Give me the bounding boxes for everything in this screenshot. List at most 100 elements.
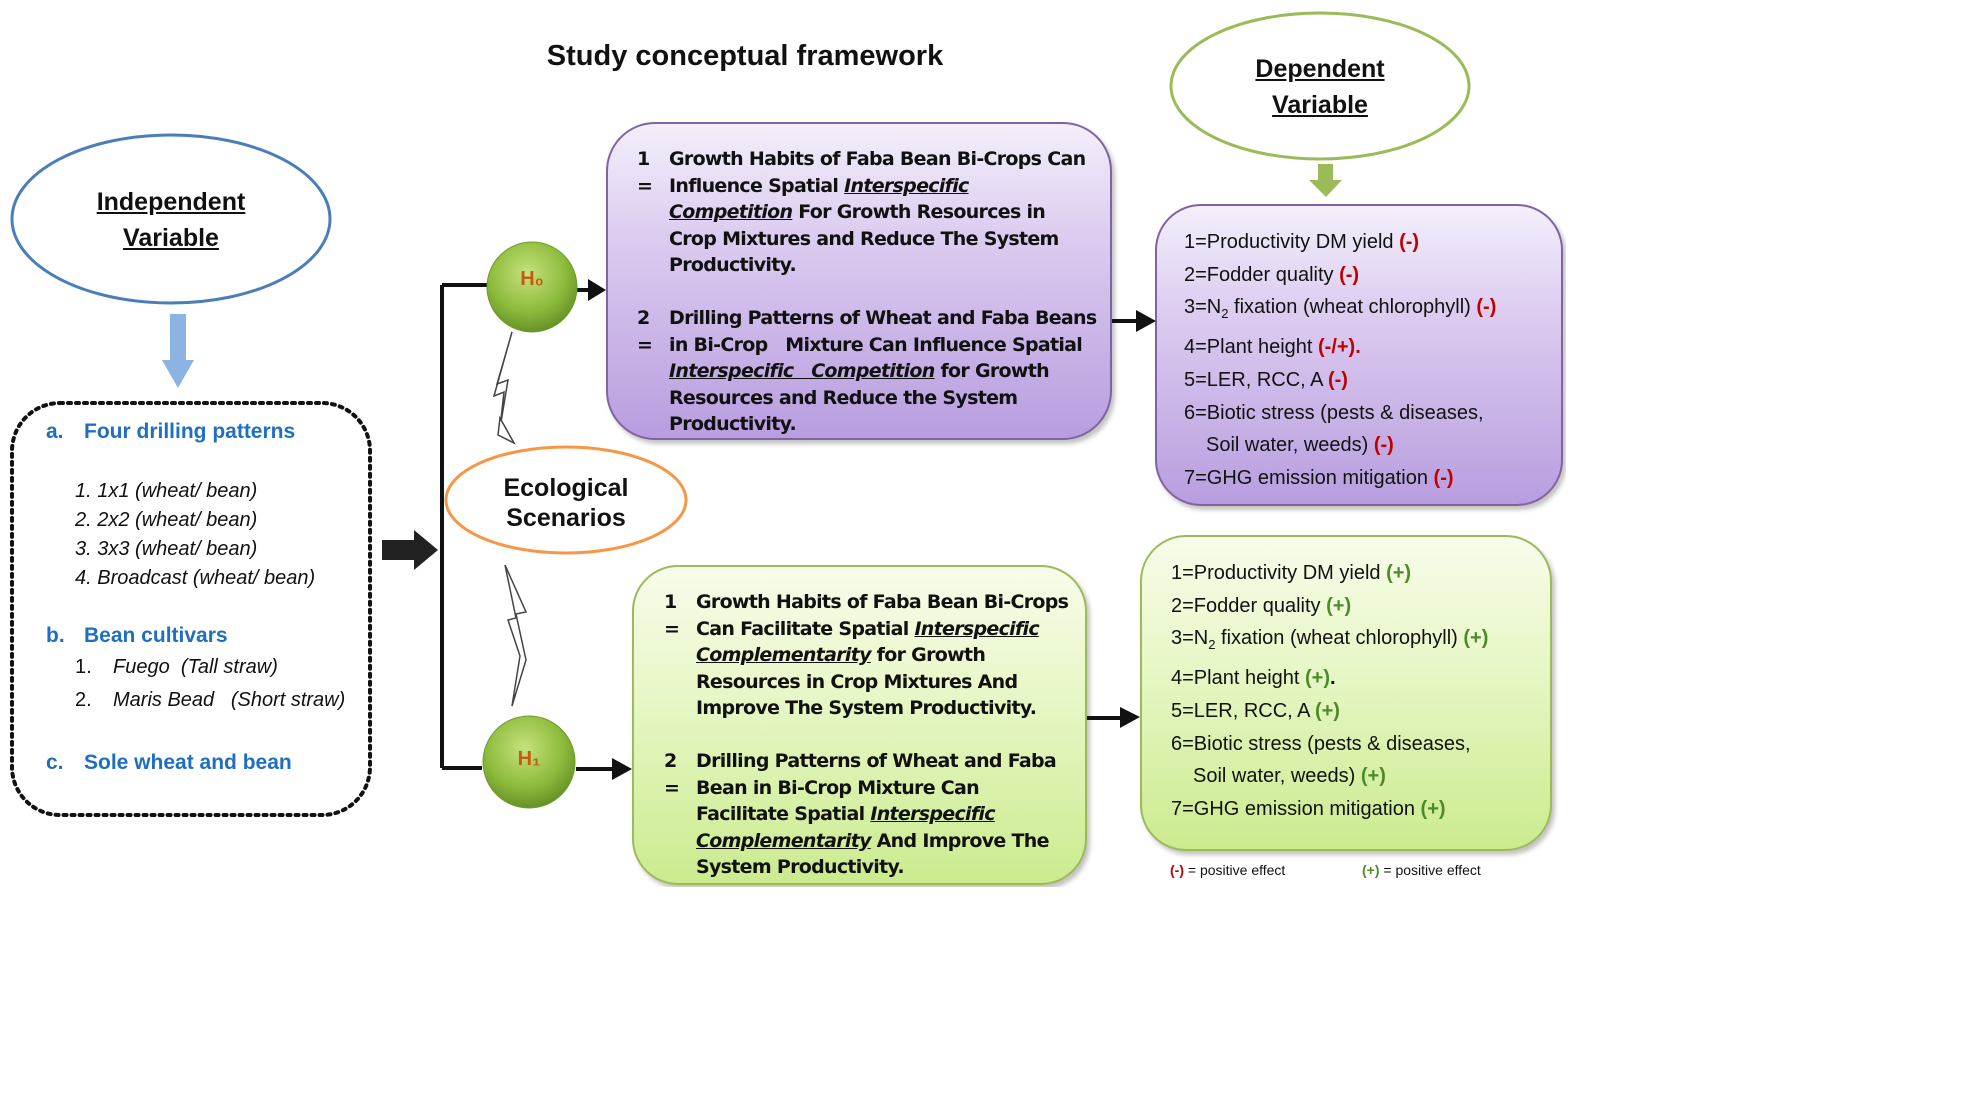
h1-item-2-number: 2 = <box>664 749 680 799</box>
dv-negative-list: 1=Productivity DM yield (-) 2=Fodder qua… <box>1184 226 1554 495</box>
list-item: 2=Fodder quality (+) <box>1171 590 1551 623</box>
list-item: 6=Biotic stress (pests & diseases, <box>1171 728 1551 761</box>
footnote-neg-text: = positive effect <box>1184 862 1286 878</box>
factor-b-heading: b. Bean cultivars <box>20 624 360 648</box>
list-item: 2. 2x2 (wheat/ bean) <box>75 509 258 531</box>
outcome-text: 6=Biotic stress (pests & diseases, <box>1184 401 1484 424</box>
effect-sign: (+) <box>1463 627 1489 650</box>
list-item: 4=Plant height (+). <box>1171 662 1551 695</box>
effect-sign: (-) <box>1399 231 1420 253</box>
list-item: 2. Maris Bead (Short straw) <box>75 684 360 717</box>
list-item: 3=N2 fixation (wheat chlorophyll) (-) <box>1184 291 1554 331</box>
list-item: 6=Biotic stress (pests & diseases, <box>1184 397 1554 430</box>
list-item: Soil water, weeds) (-) <box>1184 429 1554 462</box>
h1-item-2-emphasis: Interspecific Complementarity <box>696 803 995 852</box>
h0-item-1-number: 1 = <box>637 148 653 197</box>
h1-item-2-text: Drilling Patterns of Wheat and Faba Bean… <box>696 748 1074 881</box>
ecological-scenarios-oval <box>444 445 688 555</box>
arrowhead-to-h0-box-icon <box>588 279 606 301</box>
factor-b-title: Bean cultivars <box>84 624 228 647</box>
h0-label: H₀ <box>520 268 544 290</box>
h0-item-1: 1 = Growth Habits of Faba Bean Bi-Crops … <box>637 146 1097 279</box>
arrowhead-to-dv-negative-icon <box>1136 310 1156 332</box>
factor-a-heading: a. Four drilling patterns <box>20 420 360 444</box>
dependent-label-line1: Dependent <box>1255 55 1385 83</box>
h0-hypotheses-text: 1 = Growth Habits of Faba Bean Bi-Crops … <box>637 146 1097 438</box>
factor-b-letter: b. <box>46 624 65 647</box>
factor-c-letter: c. <box>46 751 64 774</box>
outcome-text: 1=Productivity DM yield <box>1184 231 1400 253</box>
ecological-line1: Ecological <box>503 474 629 502</box>
page-title: Study conceptual framework <box>546 40 944 72</box>
independent-variable-oval <box>10 133 332 305</box>
dependent-variable-oval <box>1169 11 1471 161</box>
h0-item-2: 2 = Drilling Patterns of Wheat and Faba … <box>637 305 1097 438</box>
h1-label: H₁ <box>517 748 541 770</box>
arrowhead-to-h1-box-icon <box>612 758 632 780</box>
h0-item-2-number: 2 = <box>637 306 653 356</box>
list-item: 7=GHG emission mitigation (+) <box>1171 793 1551 826</box>
list-item: 5=LER, RCC, A (-) <box>1184 364 1554 397</box>
h1-item-2: 2 = Drilling Patterns of Wheat and Faba … <box>664 748 1074 881</box>
list-item-number: 1. <box>75 656 92 678</box>
outcome-text: fixation (wheat chlorophyll) <box>1228 296 1477 319</box>
list-item: 5=LER, RCC, A (+) <box>1171 695 1551 728</box>
h0-item-1-emphasis: Interspecific Competition <box>669 174 969 224</box>
h0-item-2-emphasis: Interspecific Competition <box>669 360 935 383</box>
dependent-variable-label: Dependent Variable <box>1172 22 1468 152</box>
subscript: 2 <box>1208 637 1216 653</box>
h1-item-1-text-b: for Growth Resources in Crop Mixtures An… <box>696 644 1037 720</box>
dv-positive-box <box>1140 535 1552 851</box>
h0-item-1-text-b: For Growth Resources in Crop Mixtures an… <box>669 201 1059 277</box>
h0-item-1-text-a: Growth Habits of Faba Bean Bi-Crops Can … <box>669 148 1086 197</box>
down-arrow-green-icon <box>1309 164 1342 197</box>
ecological-scenarios-label: Ecological Scenarios <box>446 455 686 551</box>
factor-c-heading: c. Sole wheat and bean <box>20 751 360 775</box>
outcome-text: 3=N <box>1184 296 1222 319</box>
effect-sign: (-) <box>1327 368 1348 391</box>
footnote-positive: (+) = positive effect <box>1362 862 1481 878</box>
list-item: 3. 3x3 (wheat/ bean) <box>75 538 258 560</box>
bracket-lines <box>440 283 1138 771</box>
effect-sign: (+) <box>1326 594 1352 617</box>
list-item: 4. Broadcast (wheat/ bean) <box>75 567 316 589</box>
list-item: 1. Fuego (Tall straw) <box>75 651 360 684</box>
effect-sign: (-/+). <box>1318 336 1361 359</box>
outcome-text: 4=Plant height <box>1184 336 1318 359</box>
outcome-text: 3=N <box>1171 627 1209 650</box>
outcome-text: 7=GHG emission mitigation <box>1184 466 1434 489</box>
list-item-text: Maris Bead (Short straw) <box>113 689 346 711</box>
effect-sign: (+) <box>1360 765 1386 788</box>
list-item: 1=Productivity DM yield (-) <box>1184 226 1554 259</box>
effect-sign: (+) <box>1314 699 1340 722</box>
h1-item-2-text-b: And Improve The System Productivity. <box>696 829 1049 879</box>
bean-cultivars-list: 1. Fuego (Tall straw) 2. Maris Bead (Sho… <box>20 651 360 717</box>
list-item: 4=Plant height (-/+). <box>1184 331 1554 364</box>
outcome-text: 6=Biotic stress (pests & diseases, <box>1171 732 1471 755</box>
independent-label-line2: Variable <box>123 223 219 252</box>
drilling-patterns-list: 1. 1x1 (wheat/ bean) 2. 2x2 (wheat/ bean… <box>20 477 360 593</box>
footnote-negative: (-) = positive effect <box>1170 862 1285 878</box>
list-item: 7=GHG emission mitigation (-) <box>1184 462 1554 495</box>
outcome-text: fixation (wheat chlorophyll) <box>1215 627 1464 650</box>
outcome-text: 2=Fodder quality <box>1171 594 1327 617</box>
effect-sign: (+) <box>1386 562 1412 584</box>
lightning-bolt-upper-tail-icon <box>497 415 516 445</box>
lightning-bolt-upper-icon <box>492 331 513 429</box>
h0-item-2-text-b: for Growth Resources and Reduce the Syst… <box>669 360 1055 436</box>
h1-item-1: 1 = Growth Habits of Faba Bean Bi-Crops … <box>664 589 1074 722</box>
outcome-text: 5=LER, RCC, A <box>1184 368 1328 391</box>
outcome-text: 1=Productivity DM yield <box>1171 562 1387 584</box>
effect-sign: (-) <box>1476 296 1497 319</box>
h1-item-1-number: 1 = <box>664 591 680 640</box>
h1-hypotheses-text: 1 = Growth Habits of Faba Bean Bi-Crops … <box>664 589 1074 881</box>
dv-positive-list: 1=Productivity DM yield (+) 2=Fodder qua… <box>1171 557 1551 826</box>
ecological-line2: Scenarios <box>506 504 626 532</box>
factor-a-letter: a. <box>46 420 64 443</box>
h0-item-2-text: Drilling Patterns of Wheat and Faba Bean… <box>669 305 1097 438</box>
effect-sign: (-) <box>1433 466 1454 489</box>
diagram-canvas <box>10 11 1563 885</box>
lightning-bolt-lower-icon <box>504 564 528 707</box>
h0-item-2-text-a: Drilling Patterns of Wheat and Faba Bean… <box>669 306 1103 356</box>
list-item: 2=Fodder quality (-) <box>1184 259 1554 292</box>
